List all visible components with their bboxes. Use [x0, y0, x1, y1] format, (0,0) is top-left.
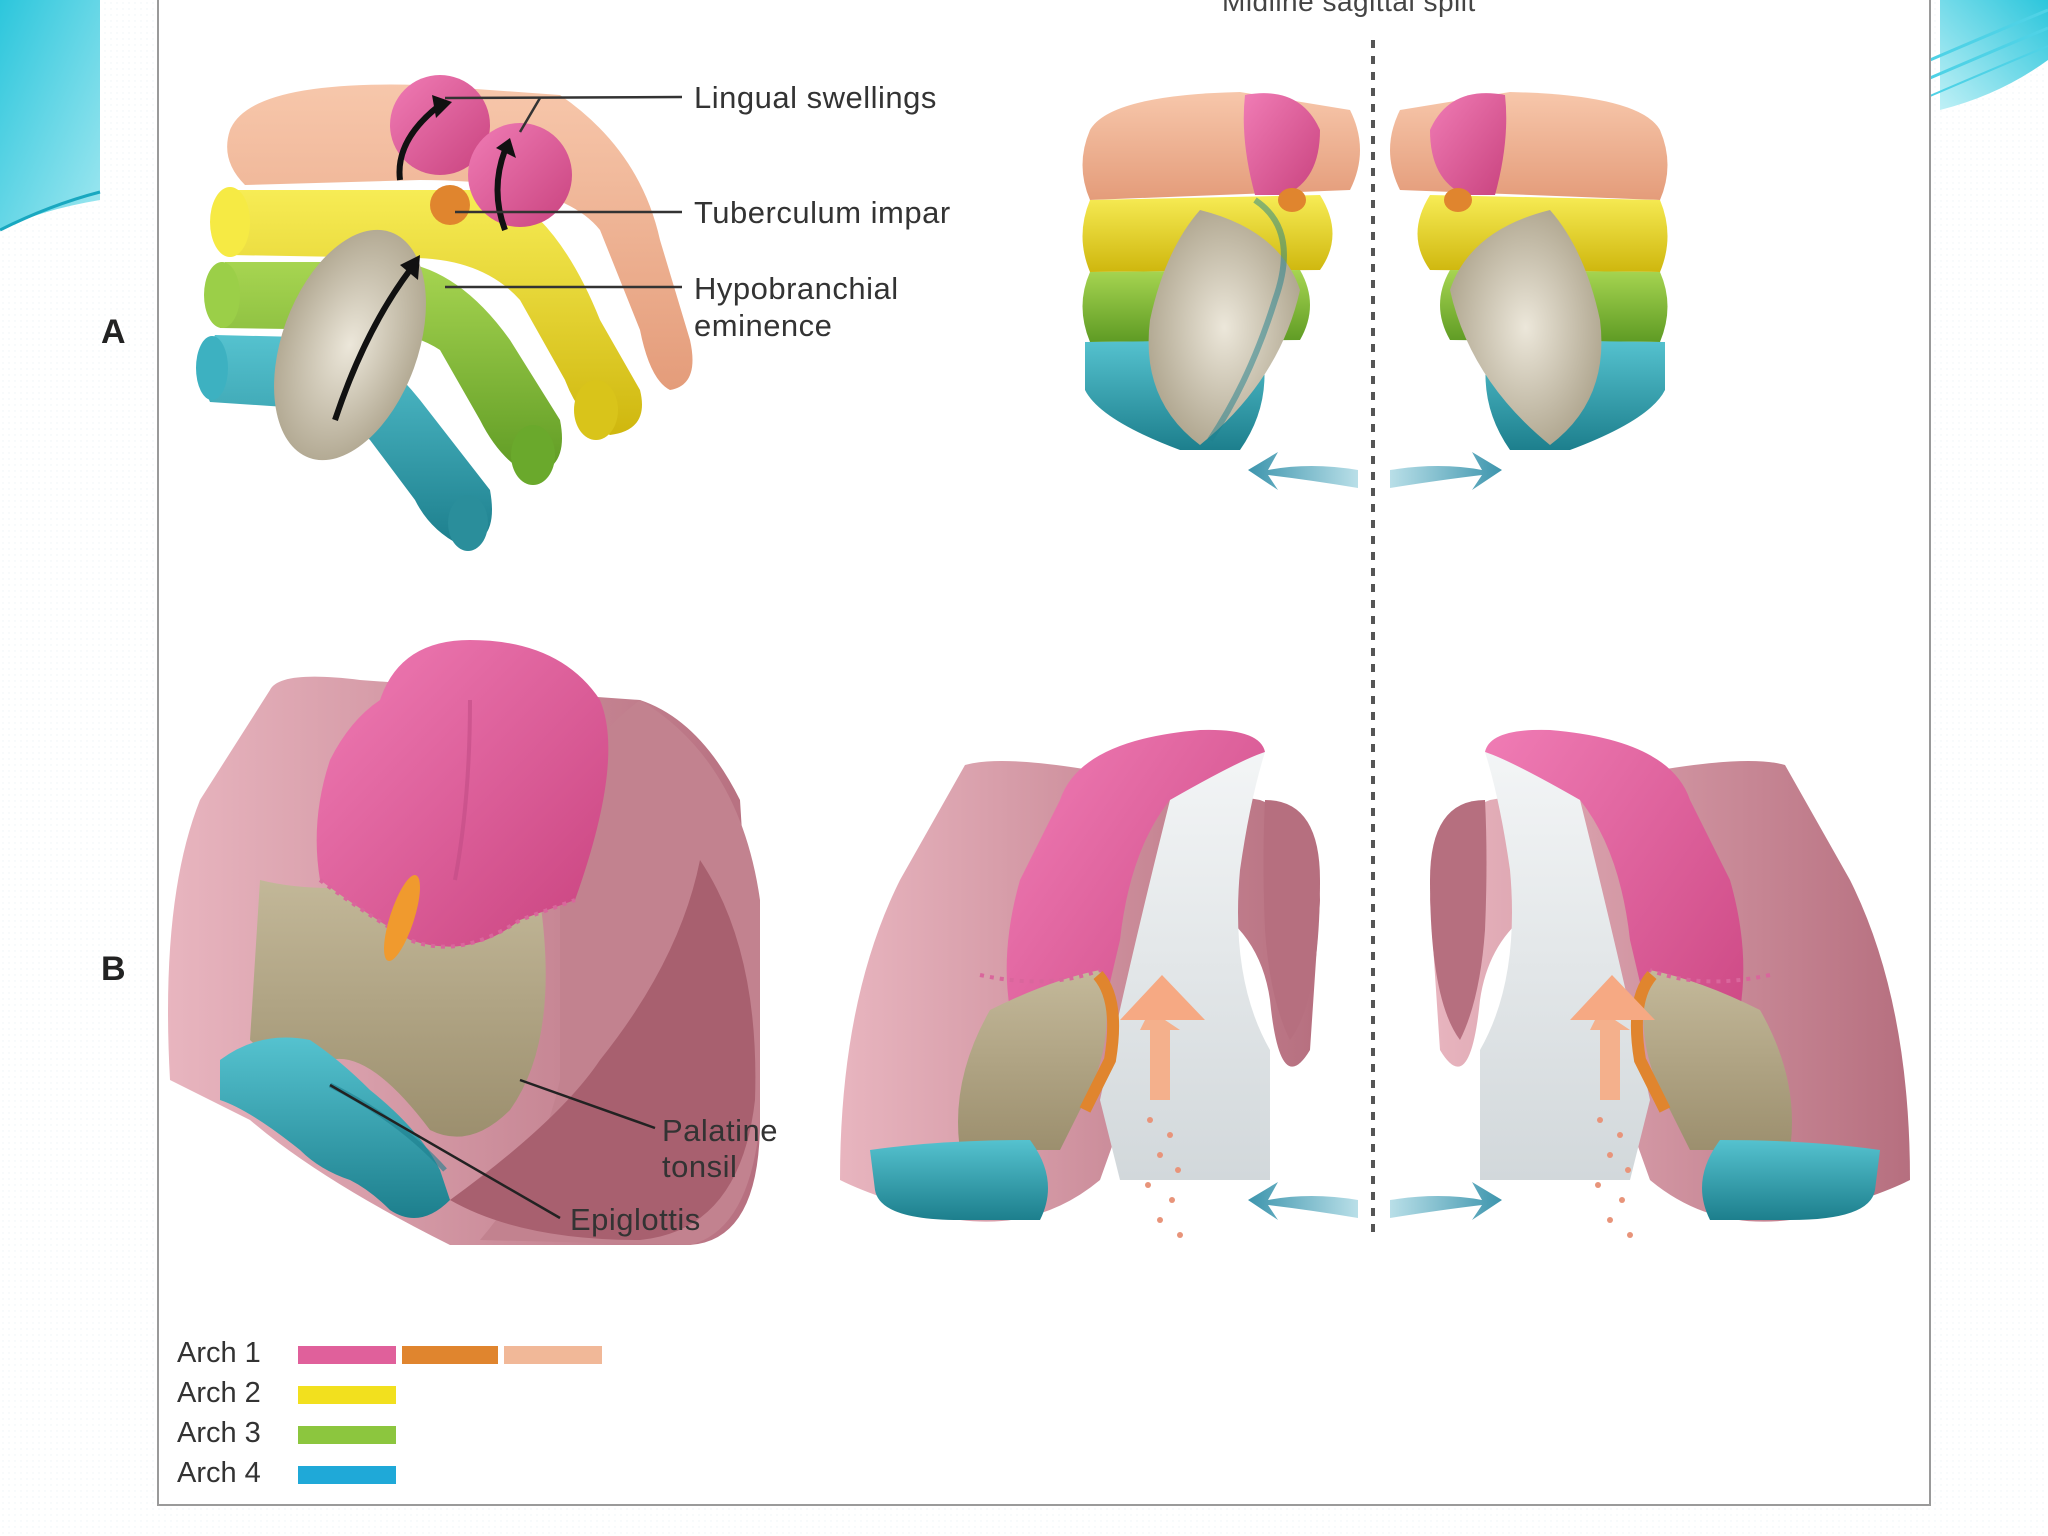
split-view-a-right — [1390, 92, 1668, 450]
split-view-a-left — [1082, 92, 1360, 450]
tongue-view-b — [168, 640, 760, 1245]
split-label: Midline sagittal split — [1222, 0, 1476, 17]
part-label-a: A — [101, 313, 126, 351]
leader-lines-b — [329, 1078, 656, 1220]
legend-label-arch-2: Arch 2 — [177, 1377, 261, 1409]
arches-view-a — [196, 75, 693, 551]
legend-swatch-arch-1-peach — [504, 1346, 602, 1364]
label-tonsil: tonsil — [662, 1149, 738, 1184]
label-epiglottis: Epiglottis — [570, 1202, 701, 1237]
split-arrows-a — [1248, 452, 1502, 490]
legend-swatch-arch-4 — [298, 1466, 396, 1484]
top-left-swoosh — [0, 0, 100, 230]
legend-swatch-arch-1-orange — [402, 1346, 498, 1364]
leader-lines-a — [444, 95, 683, 289]
legend-label-arch-1: Arch 1 — [177, 1337, 261, 1369]
legend-label-arch-4: Arch 4 — [177, 1457, 261, 1489]
split-arrows-b — [1248, 1182, 1502, 1220]
legend-label-arch-3: Arch 3 — [177, 1417, 261, 1449]
part-label-b: B — [101, 950, 126, 988]
label-palatine: Palatine — [662, 1113, 779, 1148]
split-view-b-right — [1430, 729, 1910, 1238]
legend-swatch-arch-2 — [298, 1386, 396, 1404]
split-view-b-left — [840, 729, 1320, 1238]
label-eminence: eminence — [694, 308, 833, 343]
label-tuberculum-impar: Tuberculum impar — [694, 195, 951, 230]
legend-swatch-arch-1-pink — [298, 1346, 396, 1364]
legend-swatch-arch-3 — [298, 1426, 396, 1444]
label-hypobranchial: Hypobranchial — [694, 271, 899, 306]
top-right-swoosh — [1940, 0, 2048, 110]
label-lingual-swellings: Lingual swellings — [694, 80, 937, 115]
